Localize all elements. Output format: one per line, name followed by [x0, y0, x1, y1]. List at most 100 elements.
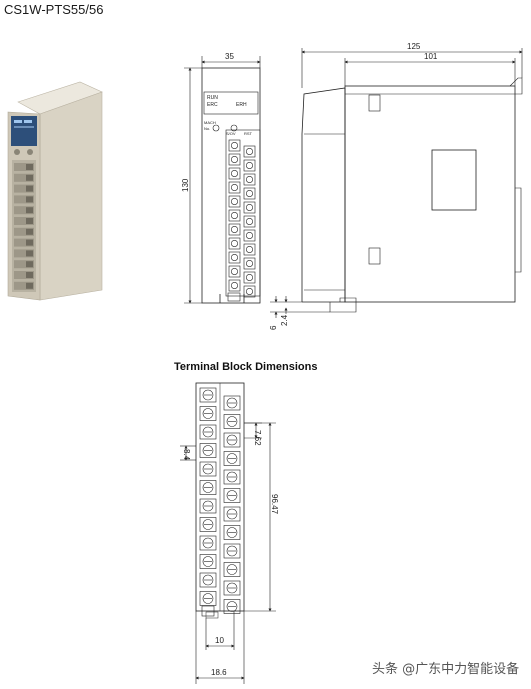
photo-terminal: [14, 173, 34, 182]
front-label-erh: ERH: [236, 102, 247, 108]
tb-terminal-screw: [226, 453, 238, 464]
tb-terminal-screw: [226, 564, 238, 575]
front-terminal: [228, 139, 241, 152]
tb-terminal: [199, 387, 217, 403]
tb-terminal-screw: [202, 593, 214, 604]
photo-terminal: [14, 281, 34, 290]
front-label-run: RUN: [207, 95, 218, 101]
tb-terminal: [223, 414, 241, 429]
tb-terminal-screw: [226, 545, 238, 557]
photo-terminal: [14, 260, 34, 269]
tb-terminal: [223, 562, 241, 577]
tb-terminal-screw: [202, 482, 214, 493]
front-terminal: [243, 159, 256, 172]
dim-tb-width-b: [195, 611, 245, 684]
front-terminal: [228, 237, 241, 250]
front-terminal-screw: [231, 184, 239, 192]
photo-terminal: [14, 238, 34, 247]
tb-terminal-screw: [226, 490, 238, 501]
front-terminal-screw: [246, 232, 254, 240]
front-terminal-screw: [246, 148, 254, 156]
front-terminal-screw: [231, 226, 239, 234]
photo-terminal: [14, 163, 34, 171]
front-terminal: [228, 223, 241, 236]
photo-terminal-screw: [26, 185, 33, 192]
dim-side-body: [344, 58, 516, 86]
dim-side-bottom: [270, 296, 330, 318]
dim-tb-height-label: 96.47: [270, 494, 279, 515]
tb-terminal: [199, 591, 217, 606]
photo-terminal-screw: [26, 261, 33, 268]
front-terminal-screw: [246, 259, 254, 267]
tb-terminal: [223, 469, 241, 485]
tb-terminal-screw: [226, 416, 238, 427]
front-terminal-screw: [231, 240, 239, 248]
page-title: CS1W-PTS55/56: [4, 2, 104, 17]
tb-terminal: [199, 461, 217, 477]
tb-terminal: [199, 572, 217, 588]
tb-terminal: [223, 580, 241, 596]
dim-front-width-label: 35: [225, 52, 234, 61]
photo-terminal-screw: [26, 228, 33, 235]
tb-terminal: [199, 554, 217, 569]
terminal-block-title: Terminal Block Dimensions: [174, 361, 318, 373]
front-terminal: [243, 243, 256, 256]
front-terminal: [228, 209, 241, 222]
front-terminal: [228, 167, 241, 180]
photo-terminal: [14, 227, 34, 236]
front-terminal: [243, 285, 256, 298]
front-terminal-screw: [246, 190, 254, 198]
photo-terminal: [14, 184, 34, 193]
front-terminal-screw: [246, 204, 254, 212]
front-terminal: [243, 187, 256, 200]
front-label-mach: MACH: [204, 120, 216, 125]
tb-terminal-screw: [202, 463, 214, 475]
front-terminal-screw: [231, 212, 239, 220]
tb-terminal: [223, 451, 241, 466]
tb-terminal-screw: [202, 556, 214, 567]
tb-terminal-screw: [202, 408, 214, 419]
tb-terminal-screw: [202, 574, 214, 586]
front-terminal: [243, 215, 256, 228]
tb-terminal: [199, 480, 217, 495]
front-terminal-screw: [231, 254, 239, 262]
tb-terminal: [199, 517, 217, 532]
dim-tb-width-a-label: 10: [215, 636, 224, 645]
front-terminal-screw: [246, 273, 254, 281]
dim-side-bottom-b-label: 2.4: [280, 314, 289, 326]
photo-terminal-screw: [26, 282, 33, 289]
tb-terminal-screw: [202, 389, 214, 401]
side-view: [301, 77, 523, 313]
photo-terminal: [14, 195, 34, 204]
dim-tb-height: [244, 422, 276, 612]
front-label-erc: ERC: [207, 102, 218, 108]
photo-terminal: [14, 271, 34, 279]
tb-terminal-screw: [202, 445, 214, 456]
tb-terminal-screw: [202, 426, 214, 438]
tb-terminal: [223, 525, 241, 540]
front-label-rst: RST: [244, 131, 253, 136]
tb-terminal-screw: [226, 582, 238, 594]
front-terminal-screw: [231, 281, 239, 289]
tb-terminal-screw: [202, 519, 214, 530]
dim-tb-pitch-h: [180, 445, 196, 461]
dim-tb-pitch-v-label: 7.62: [253, 430, 262, 446]
photo-terminal-screw: [26, 239, 33, 246]
dim-tb-width-b-label: 18.6: [211, 668, 227, 677]
dim-side-overall-label: 125: [407, 42, 421, 51]
front-terminal: [228, 265, 241, 278]
dim-side-body-label: 101: [424, 52, 438, 61]
front-terminal: [228, 195, 241, 208]
tb-terminal: [223, 599, 241, 614]
front-terminal: [243, 271, 256, 284]
front-terminal-screw: [246, 287, 254, 295]
front-terminal-screw: [246, 162, 254, 170]
front-terminal-screw: [246, 176, 254, 184]
dim-side-overall: [301, 48, 523, 88]
front-terminal: [243, 229, 256, 242]
tb-terminal-screw: [202, 537, 214, 549]
module-terminal-strip: [12, 160, 36, 292]
front-terminal-screw: [231, 267, 239, 275]
watermark: 头条 @广东中力智能设备: [372, 662, 520, 677]
tb-terminal: [199, 406, 217, 421]
